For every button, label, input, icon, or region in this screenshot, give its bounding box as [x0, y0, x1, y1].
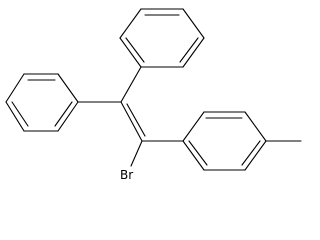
bond [244, 111, 267, 142]
top-phenyl-ring [119, 8, 205, 68]
left-phenyl-ring [5, 73, 79, 132]
bond [5, 73, 25, 103]
bond [244, 140, 267, 171]
bond [119, 8, 142, 39]
aromatic-inner-bond [179, 37, 199, 63]
bond-to-bromine [130, 140, 143, 167]
bond [57, 101, 79, 132]
bond [120, 66, 142, 103]
central-alkene [77, 66, 184, 167]
aromatic-inner-bond [188, 140, 208, 166]
bond [5, 101, 25, 132]
bond [182, 37, 205, 68]
bond [182, 8, 205, 39]
double-bond-outer [120, 101, 143, 142]
tolyl-ring [182, 111, 302, 171]
aromatic-inner-bond [54, 101, 73, 127]
bond [182, 140, 205, 171]
bond [182, 111, 205, 142]
aromatic-inner-bond [125, 37, 145, 63]
chemical-structure-diagram: Br [5, 8, 302, 182]
bromine-label: Br [120, 168, 133, 182]
double-bond-inner [126, 103, 146, 137]
bond [57, 73, 79, 103]
aromatic-inner-bond [241, 140, 261, 166]
bond [119, 37, 142, 68]
aromatic-inner-bond [11, 101, 29, 127]
